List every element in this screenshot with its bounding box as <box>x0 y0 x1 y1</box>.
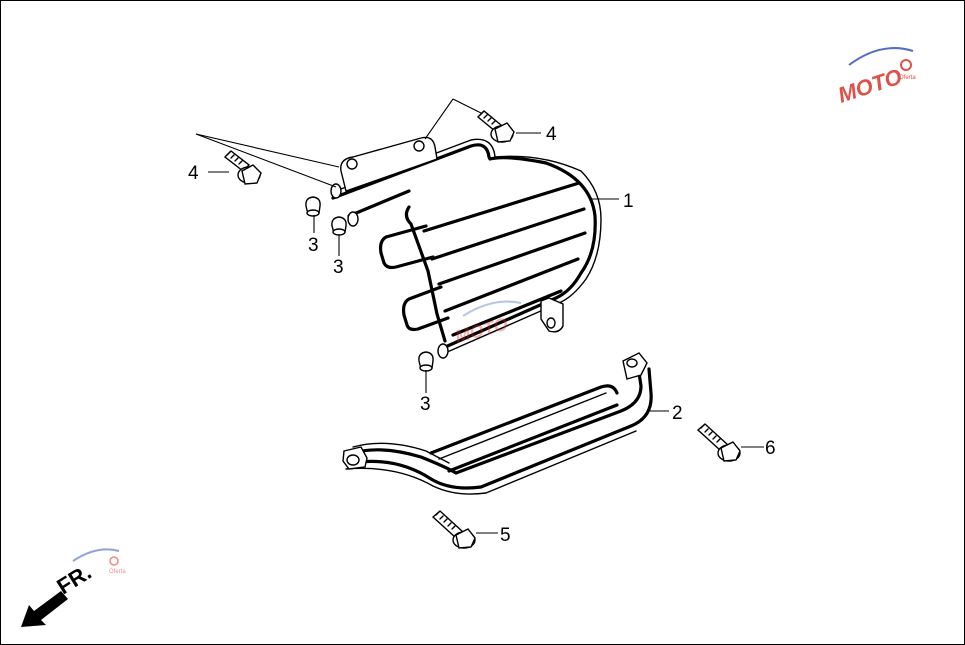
leader-lines <box>195 98 764 534</box>
callout-labels: 1 2 3 3 3 4 4 5 6 <box>188 124 776 546</box>
front-direction-indicator: FR. <box>21 559 96 627</box>
watermark-logo-top: MOTO Oferta <box>835 47 916 108</box>
watermark-swoosh-icon <box>72 548 120 562</box>
bolt-4a <box>223 150 262 185</box>
cap-3c <box>418 351 434 372</box>
watermark-sub: Oferta <box>899 75 916 81</box>
cap-3b <box>331 216 347 236</box>
callout-4a: 4 <box>188 163 199 184</box>
watermark-gear-icon <box>900 59 912 71</box>
callout-3a: 3 <box>308 235 319 256</box>
callout-5: 5 <box>500 525 511 546</box>
watermark-text-center: MOTO <box>453 314 510 347</box>
bolt-6 <box>696 423 741 462</box>
rear-carrier-rack <box>330 136 602 359</box>
callout-2: 2 <box>672 403 683 424</box>
bolt-4b <box>476 110 515 143</box>
callout-3c: 3 <box>420 394 431 415</box>
callout-6: 6 <box>765 438 776 459</box>
callout-4b: 4 <box>546 124 557 145</box>
watermark-swoosh-icon <box>462 300 522 317</box>
lower-support-bar <box>342 352 653 495</box>
watermark-text: MOTO <box>835 64 905 108</box>
watermark-logo-bottom: Oferta <box>72 548 126 575</box>
front-arrow-icon <box>21 591 68 627</box>
callout-1: 1 <box>623 191 634 212</box>
watermark-gear-icon <box>109 556 119 566</box>
watermark-swoosh-icon <box>848 47 914 66</box>
watermark-sub-bottom: Oferta <box>109 569 126 575</box>
bolt-5 <box>431 510 476 549</box>
callout-3b: 3 <box>333 257 344 278</box>
cap-3a <box>305 196 321 217</box>
